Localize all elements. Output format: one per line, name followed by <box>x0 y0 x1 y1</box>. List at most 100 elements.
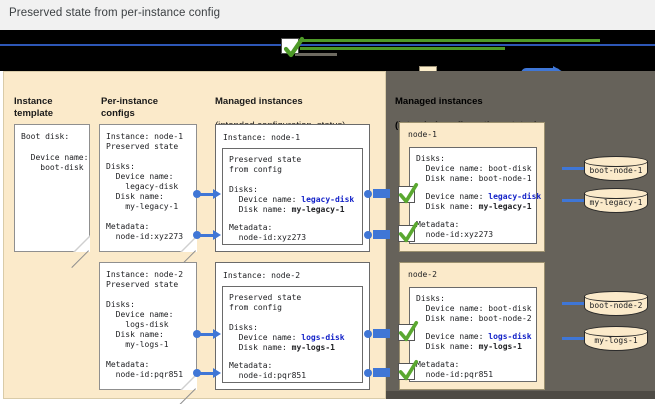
cylinder-top <box>584 156 648 167</box>
connector-dot-pic2-disk <box>193 330 201 338</box>
disk-label: my-legacy-1 <box>589 198 643 207</box>
instance-template-card: Boot disk: Device name: boot-disk <box>14 124 90 268</box>
cylinder-top <box>584 291 648 302</box>
legend-gray-rule <box>295 53 337 56</box>
pic1-metadata-value: node-id:xyz273 <box>106 232 184 241</box>
per-instance-config-card-node-1: Instance: node-1 Preserved state Disks: … <box>99 124 197 268</box>
pic2-disk-name-value: my-logs-1 <box>106 340 169 349</box>
node1-boot-device-name: Device name: boot-disk <box>416 164 532 173</box>
mi2-device-name-label: Device name: <box>229 333 302 342</box>
managed-instance-card-node-2: Instance: node-2 Preserved state from co… <box>215 262 370 390</box>
disk-connector-boot-node-1 <box>562 167 584 170</box>
mi1-metadata-value: node-id:xyz273 <box>229 233 307 242</box>
managed-instance-card-node-1: Instance: node-1 Preserved state from co… <box>215 124 370 252</box>
pic1-instance-line: Instance: node-1 <box>106 132 184 141</box>
disk-cylinder-boot-node-1: boot-node-1 <box>584 156 648 182</box>
disk-label: boot-node-2 <box>589 301 643 310</box>
node1-boot-disk-name: Disk name: boot-node-1 <box>416 174 532 183</box>
node1-extra-device-label: Device name: <box>416 192 489 201</box>
connector-bar-mi1-metadata <box>373 230 390 239</box>
mi1-disk-name-label: Disk name: <box>229 205 292 214</box>
page-fold-inner <box>182 375 197 390</box>
cream-swatch-icon <box>419 66 437 71</box>
node2-title: node-2 <box>408 270 437 279</box>
mi1-disk-name-row: Disk name: my-legacy-1 <box>229 205 345 216</box>
node2-disks-label: Disks: <box>416 294 445 303</box>
disk-cylinder-boot-node-2: boot-node-2 <box>584 291 648 317</box>
node1-extra-disk-row: Disk name: my-legacy-1 <box>416 202 532 213</box>
node1-disks-label: Disks: <box>416 154 445 163</box>
pic1-disks-label: Disks: <box>106 162 135 171</box>
mi2-preserved-state-box: Preserved state from config Disks: Devic… <box>222 286 363 383</box>
managed-heading-line-1: Managed instances <box>215 96 303 107</box>
cylinder-top <box>584 188 648 199</box>
page-fold-inner <box>75 237 90 252</box>
pic2-device-name-value: logs-disk <box>106 320 169 329</box>
disk-connector-my-legacy-1 <box>562 199 584 202</box>
node1-metadata-label: Metadata: <box>416 220 460 229</box>
mi1-preserved-line-2: from config <box>229 165 282 174</box>
title-bar: Preserved state from per-instance config <box>0 0 655 30</box>
connector-line-pic2-metadata <box>199 371 215 375</box>
status-check-badge-node1-disk <box>398 183 419 204</box>
node2-boot-device-name: Device name: boot-disk <box>416 304 532 313</box>
disk-label: boot-node-1 <box>589 166 643 175</box>
mi1-instance-line: Instance: node-1 <box>223 133 301 142</box>
mi1-device-name-label: Device name: <box>229 195 302 204</box>
status-check-badge-node1-metadata <box>398 222 419 243</box>
node1-title: node-1 <box>408 130 437 139</box>
connector-bar-mi1-disk <box>373 189 390 198</box>
node1-detail-box: Disks: Device name: boot-disk Disk name:… <box>409 147 541 244</box>
disk-label: my-logs-1 <box>594 336 638 345</box>
connector-dot-mi1-metadata <box>364 231 372 239</box>
pic1-device-name-value: legacy-disk <box>106 182 179 191</box>
connector-dot-mi1-disk <box>364 190 372 198</box>
connector-bar-mi2-metadata <box>373 368 390 377</box>
connector-arrow-pic2-metadata <box>213 368 221 378</box>
mi1-metadata-label: Metadata: <box>229 223 273 232</box>
node1-extra-disk-label: Disk name: <box>416 202 479 211</box>
node2-extra-disk-value: my-logs-1 <box>478 342 522 351</box>
connector-arrow-pic2-disk <box>213 329 221 339</box>
node2-extra-disk-row: Disk name: my-logs-1 <box>416 342 522 353</box>
connector-line-pic2-disk <box>199 332 215 336</box>
runtime-panel-shadow <box>386 391 655 399</box>
green-check-icon <box>281 36 305 58</box>
blue-arrow-head-icon <box>553 66 565 71</box>
connector-bar-mi2-disk <box>373 329 390 338</box>
node2-metadata-label: Metadata: <box>416 360 460 369</box>
cylinder-top <box>584 326 648 337</box>
node2-extra-device-value: logs-disk <box>488 332 532 341</box>
mi1-device-name-row: Device name: legacy-disk <box>229 195 355 206</box>
page-title: Preserved state from per-instance config <box>9 7 221 19</box>
connector-dot-pic2-metadata <box>193 369 201 377</box>
node2-detail-box: Disks: Device name: boot-disk Disk name:… <box>409 287 537 382</box>
pic1-disk-name-value: my-legacy-1 <box>106 202 179 211</box>
template-boot-disk-label: Boot disk: <box>21 132 70 141</box>
disk-cylinder-my-legacy-1: my-legacy-1 <box>584 188 648 214</box>
column-heading-per-instance-configs: Per-instance configs <box>101 96 159 119</box>
connector-arrow-pic1-metadata <box>213 230 221 240</box>
status-check-badge-node2-disk <box>398 321 419 342</box>
pic2-metadata-label: Metadata: <box>106 360 150 369</box>
pic2-preserved-line: Preserved state <box>106 280 179 289</box>
connector-line-pic1-metadata <box>199 233 215 237</box>
node1-extra-disk-value: my-legacy-1 <box>478 202 532 211</box>
pic1-device-name-label: Device name: <box>106 172 174 181</box>
column-heading-instance-template: Instance template <box>14 96 54 119</box>
connector-line-pic1-disk <box>199 192 215 196</box>
template-device-name-label: Device name: <box>21 153 89 162</box>
legend-band <box>0 30 655 71</box>
connector-arrow-pic1-disk <box>213 189 221 199</box>
mi2-preserved-line-1: Preserved state <box>229 293 302 302</box>
node1-metadata-value: node-id:xyz273 <box>416 230 494 239</box>
page-fold-inner <box>182 237 197 252</box>
node-card-node-1: node-1 Disks: Device name: boot-disk Dis… <box>399 122 545 252</box>
node2-extra-disk-label: Disk name: <box>416 342 479 351</box>
connector-dot-pic1-metadata <box>193 231 201 239</box>
template-device-name-value: boot-disk <box>21 163 84 172</box>
connector-dot-mi2-metadata <box>364 369 372 377</box>
disk-connector-boot-node-2 <box>562 302 584 305</box>
node1-extra-device-value: legacy-disk <box>488 192 542 201</box>
